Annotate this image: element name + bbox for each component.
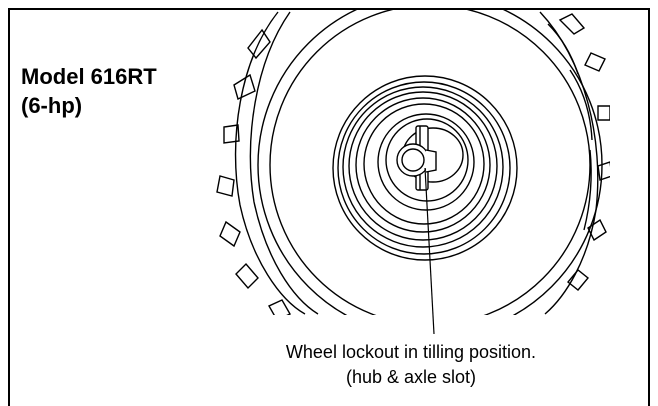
- model-hp: (6-hp): [21, 93, 83, 118]
- model-title: Model 616RT (6-hp): [21, 62, 157, 120]
- frame-top-border: [8, 8, 650, 10]
- axle-lockout-pin: [396, 125, 437, 191]
- leader-line: [424, 167, 435, 335]
- caption-line-2: (hub & axle slot): [345, 367, 477, 387]
- figure-caption: Wheel lockout in tilling position. (hub …: [246, 340, 576, 390]
- caption-line-1: Wheel lockout in tilling position.: [285, 342, 537, 362]
- wheel-hub: [332, 75, 518, 261]
- model-name: Model 616RT: [21, 64, 157, 89]
- tire-tread: [216, 13, 610, 315]
- frame-right-border: [648, 8, 650, 406]
- frame-left-border: [8, 8, 10, 406]
- tire-body: [234, 10, 603, 315]
